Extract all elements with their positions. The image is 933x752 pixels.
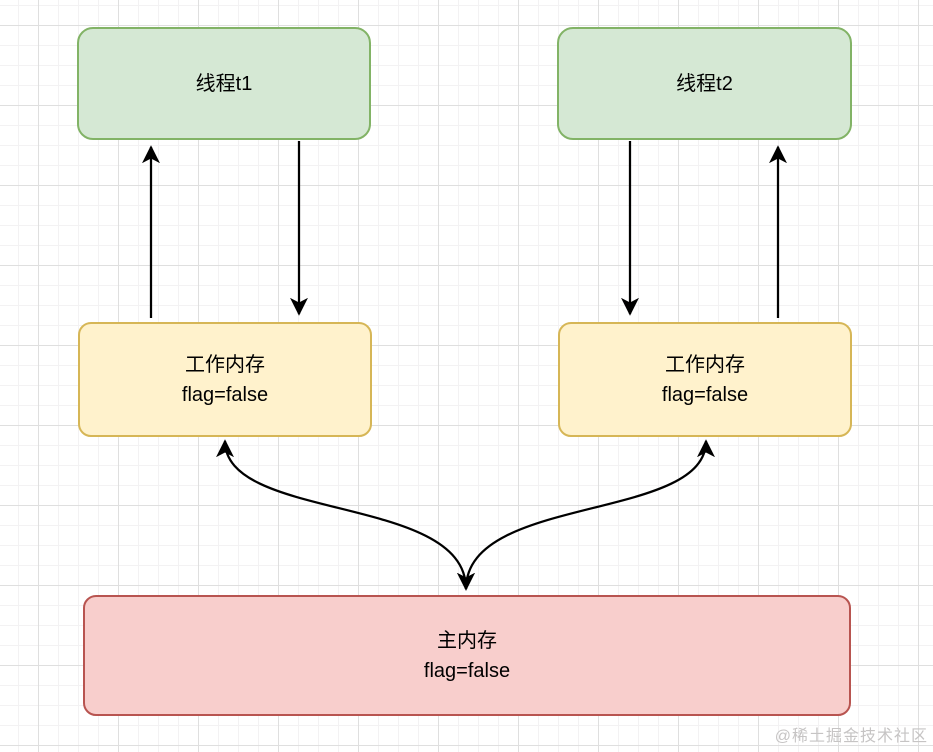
node-main-memory-label: 主内存 <box>437 629 497 652</box>
node-working-memory-1-label: 工作内存 <box>185 353 265 376</box>
arrow-workmem2-mainmem-curved <box>457 439 715 591</box>
node-thread-t2: 线程t2 <box>557 27 852 140</box>
node-thread-t2-label: 线程t2 <box>676 72 733 95</box>
node-working-memory-2-label: 工作内存 <box>665 353 745 376</box>
node-thread-t1: 线程t1 <box>77 27 371 140</box>
node-main-memory: 主内存 flag=false <box>83 595 851 716</box>
arrow-workmem1-mainmem-curved <box>216 439 475 591</box>
node-main-memory-value: flag=false <box>423 659 511 682</box>
node-working-memory-1: 工作内存 flag=false <box>78 322 372 437</box>
node-working-memory-2: 工作内存 flag=false <box>558 322 852 437</box>
watermark-text: @稀土掘金技术社区 <box>774 728 928 745</box>
node-working-memory-2-value: flag=false <box>661 383 749 406</box>
node-working-memory-1-value: flag=false <box>181 383 269 406</box>
node-thread-t1-label: 线程t1 <box>195 72 253 95</box>
